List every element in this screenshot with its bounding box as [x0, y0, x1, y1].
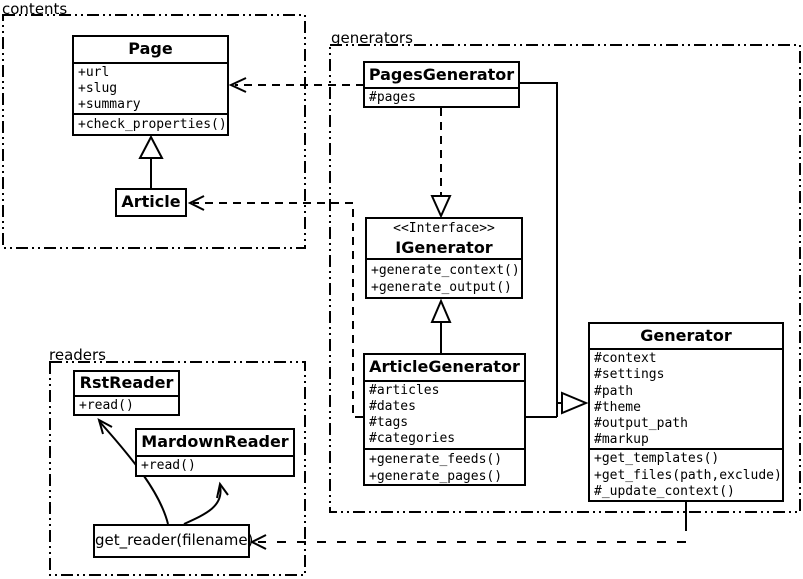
class-rstreader-title: RstReader — [75, 372, 178, 397]
member-line: #theme — [594, 399, 641, 415]
class-mardownreader-methods: +read() — [137, 457, 293, 475]
class-rstreader: RstReader +read() — [73, 370, 180, 416]
package-label-readers: readers — [49, 346, 106, 364]
member-line: +generate_feeds() — [369, 452, 503, 467]
class-rstreader-methods: +read() — [75, 397, 178, 414]
class-generator: Generator #context#settings#path#theme#o… — [588, 322, 784, 502]
package-label-generators: generators — [331, 29, 413, 47]
member-line: +generate_pages() — [369, 469, 503, 484]
class-mardownreader: MardownReader +read() — [135, 428, 295, 477]
package-contents-border — [2, 14, 306, 249]
member-line: +slug — [78, 81, 118, 96]
class-article: Article — [115, 188, 187, 217]
generators-to-generator-generalization — [520, 82, 589, 418]
class-igenerator-title: IGenerator — [395, 238, 493, 257]
getreader-to-mardownreader-arrow — [183, 481, 229, 525]
member-line: #pages — [369, 90, 416, 105]
class-pagesgenerator: PagesGenerator #pages — [363, 61, 520, 108]
member-line: #tags — [369, 415, 409, 430]
class-articlegenerator-title: ArticleGenerator — [365, 355, 524, 382]
package-generators-border — [329, 44, 801, 513]
class-igenerator-stereotype: <<Interface>> — [393, 221, 495, 236]
pagesgenerator-to-page-dependency — [228, 77, 364, 93]
member-line: +get_files(path,exclude) — [594, 467, 782, 483]
class-generator-attributes: #context#settings#path#theme#output_path… — [590, 350, 782, 450]
function-get-reader: get_reader(filename) — [93, 524, 254, 558]
pagesgenerator-to-igenerator-realization — [430, 108, 452, 219]
package-label-contents: contents — [2, 0, 68, 18]
member-line: +url — [78, 65, 110, 80]
member-line: #categories — [369, 431, 456, 446]
member-line: #path — [594, 383, 634, 399]
class-page-methods: +check_properties() — [74, 115, 227, 134]
class-page-attributes: +url+slug+summary — [74, 64, 227, 115]
class-page: Page +url+slug+summary +check_properties… — [72, 35, 229, 136]
member-line: #_update_context() — [594, 484, 735, 499]
class-generator-title: Generator — [590, 324, 782, 350]
class-article-title: Article — [121, 192, 181, 211]
member-line: #context — [594, 351, 657, 366]
member-line: +generate_context() — [371, 263, 520, 278]
generator-to-getreader-dependency — [249, 501, 687, 550]
member-line: +read() — [141, 458, 196, 473]
member-line: #dates — [369, 399, 416, 414]
member-line: #markup — [594, 432, 649, 448]
class-articlegenerator-attributes: #articles#dates#tags#categories — [365, 382, 524, 450]
class-articlegenerator-methods: +generate_feeds() +generate_pages() — [365, 450, 524, 484]
class-mardownreader-title: MardownReader — [137, 430, 293, 457]
member-line: +check_properties() — [78, 117, 227, 132]
member-line: #output_path — [594, 416, 688, 432]
class-igenerator-methods: +generate_context() +generate_output() — [367, 260, 521, 297]
article-to-page-generalization — [138, 134, 164, 188]
class-pagesgenerator-attributes: #pages — [365, 89, 518, 106]
articlegenerator-to-igenerator-generalization — [430, 298, 452, 353]
class-igenerator: <<Interface>> IGenerator +generate_conte… — [365, 217, 523, 299]
member-line: +generate_output() — [371, 280, 512, 295]
member-line: +get_templates() — [594, 451, 720, 466]
class-page-title: Page — [74, 37, 227, 64]
class-igenerator-header: <<Interface>> IGenerator — [367, 219, 521, 260]
member-line: #settings — [594, 367, 665, 383]
class-generator-methods: +get_templates()+get_files(path,exclude)… — [590, 450, 782, 500]
function-get-reader-label: get_reader(filename) — [95, 531, 254, 549]
member-line: +read() — [79, 398, 134, 413]
member-line: +summary — [78, 97, 141, 112]
class-articlegenerator: ArticleGenerator #articles#dates#tags#ca… — [363, 353, 526, 486]
member-line: #articles — [369, 383, 440, 398]
articlegenerator-to-article-dependency — [187, 195, 363, 418]
class-pagesgenerator-title: PagesGenerator — [365, 63, 518, 89]
package-readers-border — [49, 361, 306, 576]
